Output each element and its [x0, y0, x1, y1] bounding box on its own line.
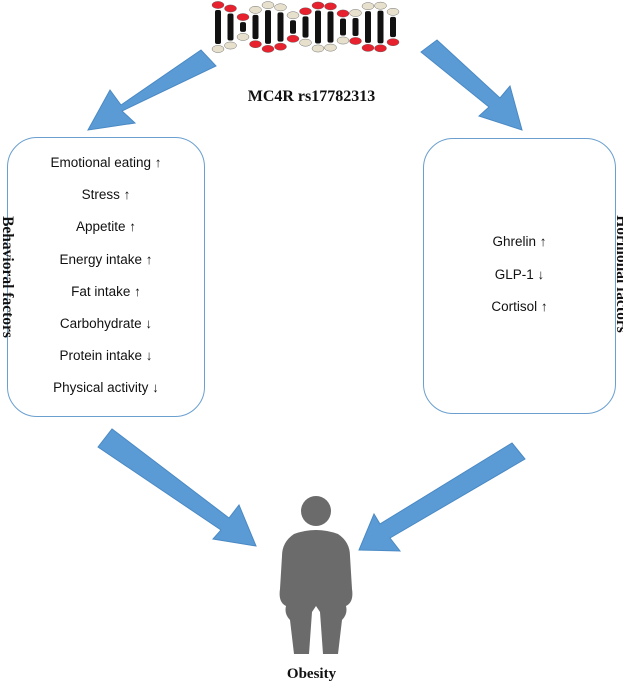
- hormonal-factor-item: Ghrelin ↑: [492, 234, 547, 249]
- behavioral-factor-item: Stress ↑: [81, 187, 131, 203]
- hormonal-factors-list: Ghrelin ↑ GLP-1 ↓ Cortisol ↑: [424, 232, 615, 330]
- hormonal-factor-item: GLP-1 ↓: [494, 266, 545, 282]
- person-silhouette-icon: [279, 496, 353, 654]
- behavioral-factor-item: Emotional eating ↑: [50, 155, 162, 170]
- dna-icon: [211, 1, 400, 53]
- behavioral-factor-item: Fat intake ↑: [71, 283, 141, 299]
- behavioral-factors-label: Behavioral factors: [0, 216, 16, 338]
- gene-title: MC4R rs17782313: [247, 88, 376, 105]
- behavioral-factor-item: Carbohydrate ↓: [59, 315, 153, 331]
- hormonal-factor-item: Cortisol ↑: [491, 299, 548, 314]
- obesity-label: Obesity: [286, 666, 337, 682]
- arrow-hormonal-to-obesity: [358, 442, 526, 552]
- behavioral-factors-list: Emotional eating ↑ Stress ↑ Appetite ↑ Ener…: [8, 153, 204, 411]
- arrow-dna-to-behavioral: [87, 49, 217, 131]
- hormonal-factors-label: Hormonal factors: [613, 215, 623, 333]
- behavioral-factor-item: Physical activity ↓: [53, 380, 159, 396]
- behavioral-factor-item: Energy intake ↑: [59, 251, 153, 267]
- arrow-dna-to-hormonal: [420, 39, 523, 131]
- hormonal-factors-box: Ghrelin ↑ GLP-1 ↓ Cortisol ↑: [423, 138, 616, 414]
- arrow-behavioral-to-obesity: [97, 428, 257, 547]
- behavioral-factor-item: Appetite ↑: [75, 219, 137, 235]
- behavioral-factor-item: Protein intake ↓: [59, 348, 153, 364]
- behavioral-factors-box: Emotional eating ↑ Stress ↑ Appetite ↑ Ener…: [7, 137, 205, 417]
